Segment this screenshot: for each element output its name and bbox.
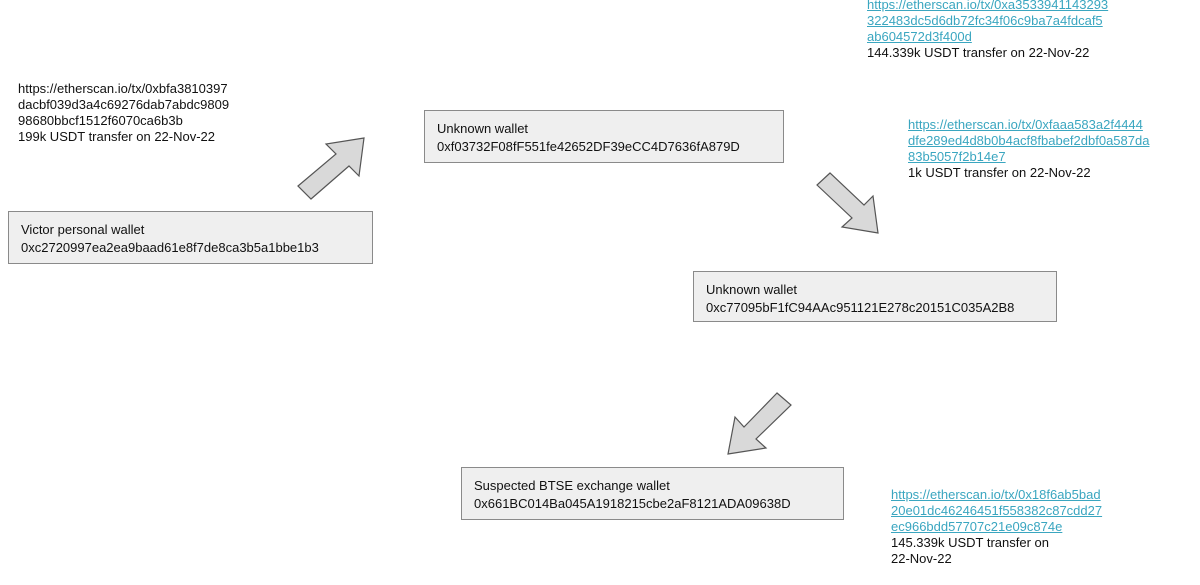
flow-arrow-down-right <box>816 172 879 234</box>
etherscan-link[interactable]: https://etherscan.io/tx/0xa3533941143293 <box>867 0 1109 12</box>
etherscan-link[interactable]: 20e01dc46246451f558382c87cdd27 <box>891 503 1103 518</box>
wallet-address: 0xf03732F08fF551fe42652DF39eCC4D7636fA87… <box>437 139 740 154</box>
wallet-box-victor: Victor personal wallet 0xc2720997ea2ea9b… <box>8 211 373 264</box>
etherscan-link-text: dacbf039d3a4c69276dab7abdc9809 <box>18 97 230 112</box>
transfer-note-top: https://etherscan.io/tx/0xa3533941143293… <box>867 0 1108 61</box>
wallet-box-btse: Suspected BTSE exchange wallet 0x661BC01… <box>461 467 844 520</box>
etherscan-link[interactable]: ec966bdd57707c21e09c874e <box>891 519 1063 534</box>
etherscan-link-text: https://etherscan.io/tx/0xbfa3810397 <box>18 81 228 96</box>
transfer-description: 144.339k USDT transfer on 22-Nov-22 <box>867 45 1090 60</box>
flow-arrow-up-right <box>297 137 365 200</box>
wallet-address: 0xc2720997ea2ea9baad61e8f7de8ca3b5a1bbe1… <box>21 240 319 255</box>
transfer-note-1: https://etherscan.io/tx/0xbfa3810397 dac… <box>18 81 229 145</box>
transfer-description: 22-Nov-22 <box>891 551 952 566</box>
transfer-description: 199k USDT transfer on 22-Nov-22 <box>18 129 216 144</box>
transfer-description: 1k USDT transfer on 22-Nov-22 <box>908 165 1091 180</box>
wallet-box-unknown-2: Unknown wallet 0xc77095bF1fC94AAc951121E… <box>693 271 1057 322</box>
etherscan-link[interactable]: https://etherscan.io/tx/0xfaaa583a2f4444 <box>908 117 1143 132</box>
etherscan-link-text: 98680bbcf1512f6070ca6b3b <box>18 113 183 128</box>
wallet-box-unknown-1: Unknown wallet 0xf03732F08fF551fe42652DF… <box>424 110 784 163</box>
transfer-note-2: https://etherscan.io/tx/0xfaaa583a2f4444… <box>908 117 1149 181</box>
etherscan-link[interactable]: 322483dc5d6db72fc34f06c9ba7a4fdcaf5 <box>867 13 1103 28</box>
etherscan-link[interactable]: ab604572d3f400d <box>867 29 972 44</box>
flow-arrow-down-left <box>727 392 792 455</box>
etherscan-link[interactable]: 83b5057f2b14e7 <box>908 149 1006 164</box>
wallet-title: Victor personal wallet <box>21 222 145 237</box>
etherscan-link[interactable]: dfe289ed4d8b0b4acf8fbabef2dbf0a587da <box>908 133 1150 148</box>
wallet-title: Unknown wallet <box>706 282 798 297</box>
etherscan-link[interactable]: https://etherscan.io/tx/0x18f6ab5bad <box>891 487 1101 502</box>
wallet-address: 0xc77095bF1fC94AAc951121E278c20151C035A2… <box>706 300 1015 315</box>
wallet-address: 0x661BC014Ba045A1918215cbe2aF8121ADA0963… <box>474 496 791 511</box>
transfer-description: 145.339k USDT transfer on <box>891 535 1050 550</box>
transfer-note-3: https://etherscan.io/tx/0x18f6ab5bad 20e… <box>891 487 1102 567</box>
wallet-title: Unknown wallet <box>437 121 529 136</box>
wallet-title: Suspected BTSE exchange wallet <box>474 478 670 493</box>
